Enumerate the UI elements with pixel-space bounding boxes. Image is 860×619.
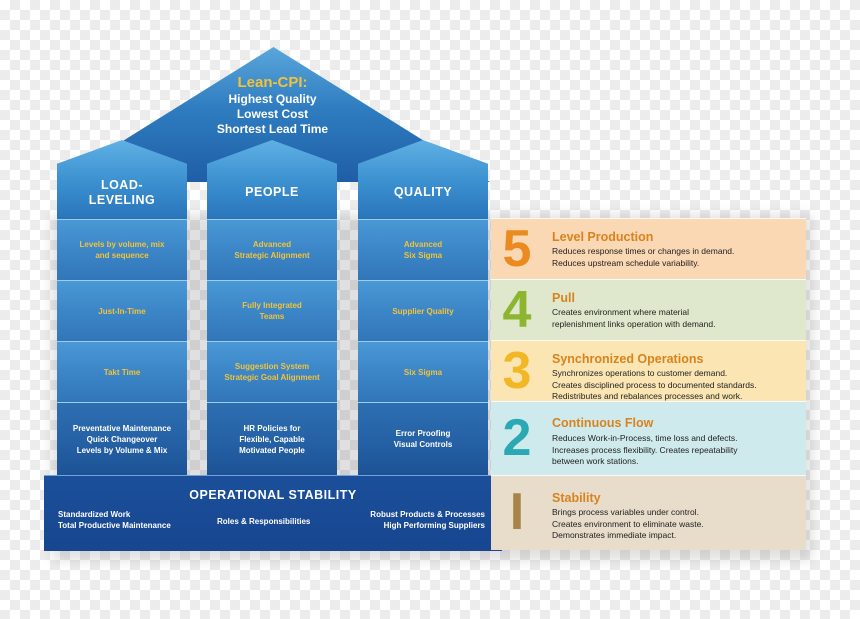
- cell-line: Fully Integrated: [242, 301, 302, 310]
- cell-line: Advanced: [252, 240, 292, 249]
- pillar-cell: Just-In-Time: [57, 280, 187, 341]
- level-1-stability: I Stability Brings process variables und…: [491, 475, 806, 550]
- cell-line: Levels by Volume & Mix: [76, 445, 168, 455]
- foundation-item: Robust Products & Processes: [370, 510, 485, 519]
- cell-line: and sequence: [95, 251, 149, 260]
- level-3-synchronized-operations: 3 Synchronized Operations Synchronizes o…: [491, 340, 806, 401]
- cell-line: Teams: [259, 312, 285, 321]
- cell-line: Motivated People: [239, 445, 305, 455]
- level-description-line: Reduces upstream schedule variability.: [552, 257, 700, 268]
- cell-line: Levels by volume, mix: [79, 240, 165, 249]
- level-description-line: between work stations.: [552, 456, 639, 466]
- cell-line: Supplier Quality: [392, 306, 454, 316]
- pillar-title: QUALITY: [358, 185, 488, 200]
- roof-goals: Lean-CPI: Highest Quality Lowest Cost Sh…: [150, 74, 395, 137]
- cell-line: Error Proofing: [395, 429, 451, 438]
- pillar-head: [207, 140, 337, 219]
- foundation-group: Roles & Responsibilities: [217, 516, 310, 527]
- level-description-line: Creates disciplined process to documente…: [552, 379, 757, 390]
- cell-line: Flexible, Capable: [239, 434, 305, 444]
- level-description: Brings process variables under control. …: [552, 507, 802, 542]
- pillar-title-line: QUALITY: [393, 185, 453, 199]
- level-description-line: Creates environment to eliminate waste.: [552, 518, 704, 529]
- pillar-cell: Six Sigma: [358, 341, 488, 402]
- level-title: Pull: [552, 291, 575, 305]
- level-title: Continuous Flow: [552, 416, 654, 430]
- foundation-item: Total Productive Maintenance: [58, 521, 171, 530]
- pillar-title-line: PEOPLE: [245, 185, 299, 199]
- level-title: Synchronized Operations: [552, 352, 704, 366]
- level-description-line: Reduces response times or changes in dem…: [552, 246, 735, 256]
- roof-goal-quality: Highest Quality: [228, 92, 317, 106]
- level-title: Level Production: [552, 230, 654, 244]
- level-number: I: [509, 483, 525, 541]
- level-number: 3: [502, 342, 532, 400]
- cell-line: HR Policies for: [243, 423, 301, 433]
- cell-line: Quick Changeover: [86, 434, 158, 444]
- pillar-title: LOAD- LEVELING: [57, 178, 187, 208]
- foundation-item: High Performing Suppliers: [383, 521, 485, 530]
- pillar-title-line: LOAD-: [100, 178, 144, 192]
- cell-line: Strategic Goal Alignment: [224, 373, 320, 382]
- level-title: Stability: [552, 491, 601, 505]
- roof-title: Lean-CPI:: [237, 74, 308, 91]
- level-description-line: Creates environment where material: [552, 307, 690, 317]
- level-description-line: replenishment links operation with deman…: [552, 318, 716, 329]
- pillar-head: [358, 140, 488, 219]
- cell-line: Just-In-Time: [98, 306, 146, 316]
- pillar-cell: Supplier Quality: [358, 280, 488, 341]
- cell-line: Six Sigma: [403, 367, 443, 377]
- pillar-title-line: LEVELING: [88, 193, 156, 207]
- level-description: Synchronizes operations to customer dema…: [552, 368, 802, 403]
- level-description: Reduces Work-in-Process, time loss and d…: [552, 433, 802, 468]
- level-description: Creates environment where material reple…: [552, 307, 802, 330]
- foundation-operational-stability: OPERATIONAL STABILITY Standardized Work …: [44, 475, 502, 551]
- foundation-title: OPERATIONAL STABILITY: [189, 488, 357, 502]
- cell-line: Advanced: [403, 240, 443, 249]
- level-5-level-production: 5 Level Production Reduces response time…: [491, 218, 806, 279]
- foundation-item: Standardized Work: [58, 510, 131, 519]
- pillar-cell: Levels by volume, mix and sequence: [57, 219, 187, 280]
- level-description-line: Redistributes and rebalances processes a…: [552, 391, 743, 401]
- cell-line: Strategic Alignment: [234, 251, 310, 260]
- level-description-line: Demonstrates immediate impact.: [552, 530, 677, 540]
- cell-line: Takt Time: [103, 367, 141, 377]
- level-description-line: Reduces Work-in-Process, time loss and d…: [552, 433, 738, 443]
- roof-goal-lead-time: Shortest Lead Time: [216, 122, 329, 136]
- level-description-line: Increases process flexibility. Creates r…: [552, 444, 738, 455]
- pillar-title: PEOPLE: [207, 185, 337, 200]
- pillar-cell: Takt Time: [57, 341, 187, 402]
- roof-goal-cost: Lowest Cost: [236, 107, 309, 121]
- level-description: Reduces response times or changes in dem…: [552, 246, 802, 269]
- foundation-item: Roles & Responsibilities: [217, 517, 311, 526]
- foundation-group: Standardized Work Total Productive Maint…: [58, 509, 171, 531]
- cell-line: Visual Controls: [393, 440, 453, 449]
- level-number: 5: [502, 220, 532, 278]
- pillar-load-leveling: LOAD- LEVELING Levels by volume, mix and …: [57, 140, 187, 475]
- level-description-line: Brings process variables under control.: [552, 507, 699, 517]
- cell-line: Suggestion System: [234, 362, 310, 371]
- cell-line: Preventative Maintenance: [72, 423, 172, 433]
- foundation-group: Robust Products & Processes High Perform…: [342, 509, 485, 531]
- level-number: 4: [502, 281, 532, 339]
- cell-line: Six Sigma: [403, 251, 443, 260]
- level-number: 2: [502, 409, 532, 467]
- level-4-pull: 4 Pull Creates environment where materia…: [491, 279, 806, 340]
- level-2-continuous-flow: 2 Continuous Flow Reduces Work-in-Proces…: [491, 401, 806, 475]
- level-description-line: Synchronizes operations to customer dema…: [552, 368, 728, 378]
